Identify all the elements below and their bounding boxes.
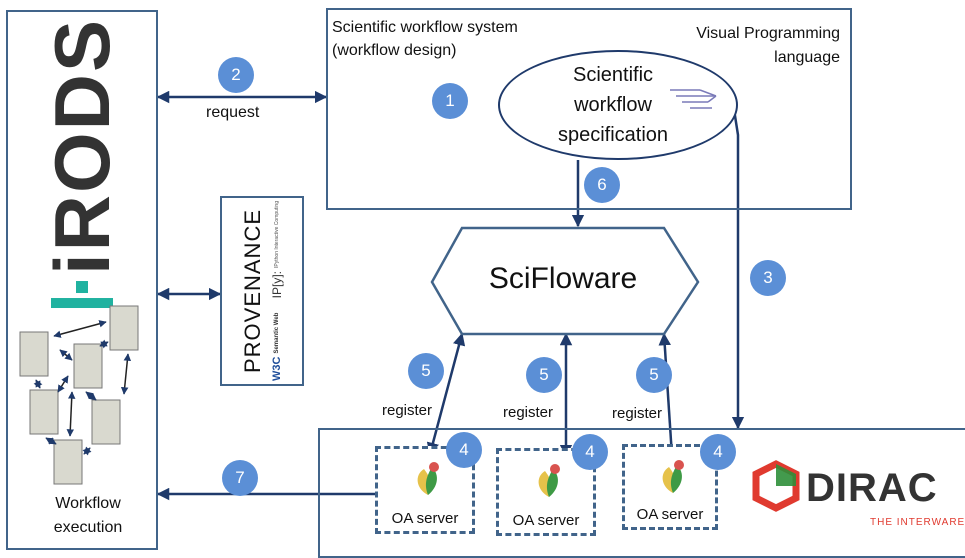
oa-server-icon [538, 464, 560, 497]
step-badge-4b: 4 [572, 434, 608, 470]
workflow-graph-icon [670, 89, 717, 109]
step-badge-3: 3 [750, 260, 786, 296]
server-icon [53, 439, 83, 485]
dirac-tagline: THE INTERWARE [870, 517, 965, 528]
step-badge-5b: 5 [526, 357, 562, 393]
dirac-logo-mark [752, 460, 800, 512]
oa-server-label: OA server [391, 510, 459, 527]
step-badge-4a: 4 [446, 432, 482, 468]
register-label-1: register [382, 402, 433, 419]
arrow-register-3 [658, 332, 678, 458]
register-label-2: register [503, 404, 554, 421]
step-badge-2: 2 [218, 57, 254, 93]
arrow-register-1 [426, 332, 466, 456]
server-icon [109, 305, 139, 351]
dirac-logo-text: DIRAC [806, 466, 938, 510]
step-badge-5a: 5 [408, 353, 444, 389]
server-cluster [19, 305, 139, 485]
step-badge-5c: 5 [636, 357, 672, 393]
workflow-specification-label: Scientific workflow specification [557, 64, 669, 146]
workflow-execution-label: Workflow execution [53, 495, 123, 536]
oa-server-label: OA server [636, 506, 704, 523]
oa-server-3: OA server [622, 444, 718, 530]
register-label-3: register [612, 405, 663, 422]
oa-server-icon [417, 462, 439, 495]
workflow-system-panel [326, 8, 852, 210]
oa-server-icon [662, 460, 684, 493]
server-icon [19, 331, 49, 377]
provenance-panel [220, 196, 304, 386]
step-badge-6: 6 [584, 167, 620, 203]
step-badge-4c: 4 [700, 434, 736, 470]
step-badge-7: 7 [222, 460, 258, 496]
scifloware-label: SciFloware [488, 262, 638, 295]
request-label: request [206, 104, 260, 121]
server-icon [73, 343, 103, 389]
workflow-system-title: Scientific workflow system (workflow des… [332, 19, 518, 59]
server-icon [91, 399, 121, 445]
server-icon [29, 389, 59, 435]
visual-programming-label: Visual Programming language [696, 25, 840, 66]
step-badge-1: 1 [432, 83, 468, 119]
workflow-specification-ellipse [498, 50, 738, 160]
scifloware-hexagon [430, 226, 700, 336]
oa-server-label: OA server [512, 512, 580, 529]
